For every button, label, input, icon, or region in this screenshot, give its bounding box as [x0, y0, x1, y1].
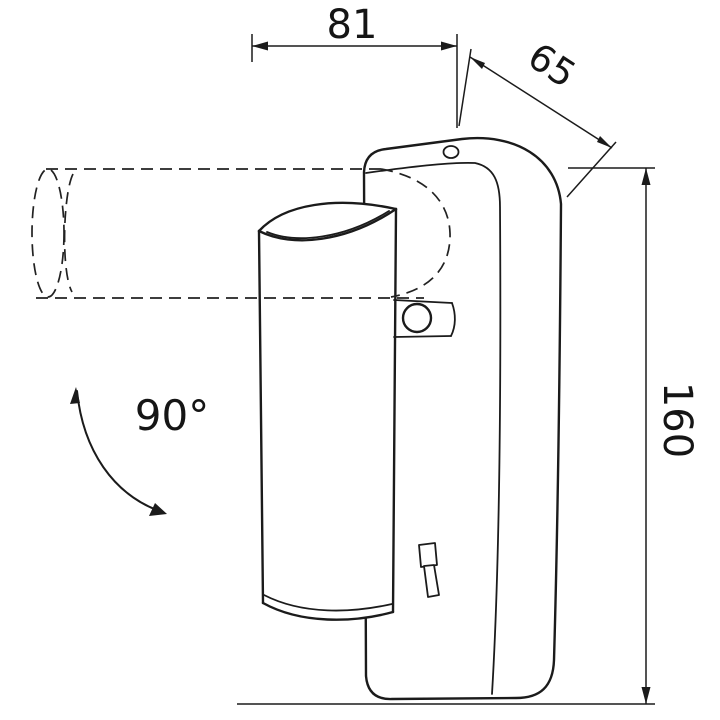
cylinder-top-back-rim [257, 201, 398, 233]
dimension-width: 81 [251, 2, 458, 128]
pivot-circle [401, 302, 433, 334]
switch-lever [423, 564, 440, 598]
rotation-angle-label: 90° [135, 391, 209, 440]
cylinder-fill [259, 202, 396, 620]
dashed-inner-rim [63, 173, 74, 293]
mounting-hole [442, 145, 460, 159]
switch-base [418, 542, 438, 568]
depth-arrow-left [470, 57, 485, 69]
cylinder-bottom-inner-rim [263, 594, 393, 612]
depth-ext-right [566, 141, 617, 198]
height-arrow-bottom [641, 687, 651, 704]
cylinder-left-edge [257, 229, 265, 605]
pivot-stem-bottom [393, 335, 452, 338]
rotated-position-dashed [31, 168, 451, 299]
cylinder-bottom-rim [261, 601, 395, 621]
height-label: 160 [654, 382, 700, 458]
rotation-annotation: 90° [70, 387, 209, 516]
dashed-end-cap [31, 168, 65, 298]
cylinder-top-front-rim [257, 207, 398, 242]
height-arrow-top [641, 168, 651, 185]
rotation-arrow-bottom [149, 503, 167, 516]
depth-label: 65 [520, 35, 583, 97]
width-arrow-right [441, 41, 457, 51]
cylinder-right-edge [391, 207, 398, 614]
width-arrow-left [252, 41, 268, 51]
cylinder-top-inner-rim [266, 210, 390, 240]
wall-plate [362, 136, 563, 701]
plate-front-edge [365, 161, 502, 695]
pivot-base-edge [450, 302, 456, 337]
toggle-switch [418, 542, 440, 598]
depth-dim-line [469, 56, 613, 149]
dimension-height: 160 [237, 167, 700, 705]
lamp-cylinder [257, 201, 398, 621]
pivot-stem-top [393, 299, 453, 304]
width-label: 81 [327, 2, 378, 48]
pivot-knob [393, 299, 456, 338]
plate-outline [362, 136, 563, 701]
rotation-arrow-top [70, 387, 80, 404]
dashed-pivot-cap [380, 168, 451, 298]
depth-arrow-right [597, 136, 612, 148]
rotation-arc [76, 390, 163, 513]
depth-ext-left [458, 48, 472, 127]
